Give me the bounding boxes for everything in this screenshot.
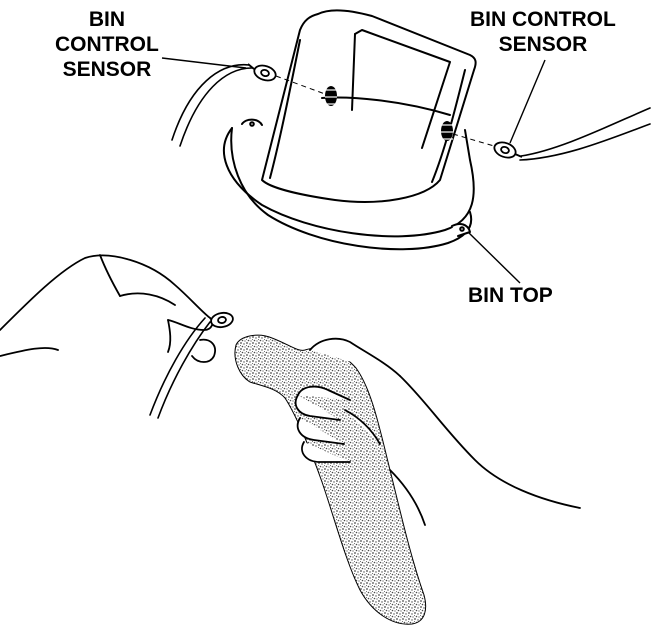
label-bin-top: BIN TOP — [468, 283, 553, 308]
label-line: SENSOR — [470, 32, 616, 57]
label-bin-control-sensor-right: BIN CONTROL SENSOR — [470, 7, 616, 57]
bin-top — [224, 10, 476, 249]
sensor-mount-left — [325, 86, 337, 106]
leader-sensor-left — [162, 58, 246, 68]
label-line: BIN CONTROL — [470, 7, 616, 32]
bin-control-sensor-in-hand — [210, 311, 234, 329]
label-bin-control-sensor-left: BIN CONTROL SENSOR — [55, 7, 159, 82]
label-line: CONTROL — [55, 32, 159, 57]
leader-bin-top — [468, 232, 520, 283]
label-line: BIN — [55, 7, 159, 32]
bin-control-sensor-left — [248, 63, 278, 83]
sensor-wire-lower — [150, 318, 210, 418]
label-line: BIN TOP — [468, 283, 553, 308]
sensor-wire-right — [520, 108, 650, 160]
sensor-mount-right — [441, 121, 453, 141]
bin-control-sensor-right — [492, 140, 522, 161]
leader-sensor-right — [510, 60, 545, 143]
label-line: SENSOR — [55, 57, 159, 82]
